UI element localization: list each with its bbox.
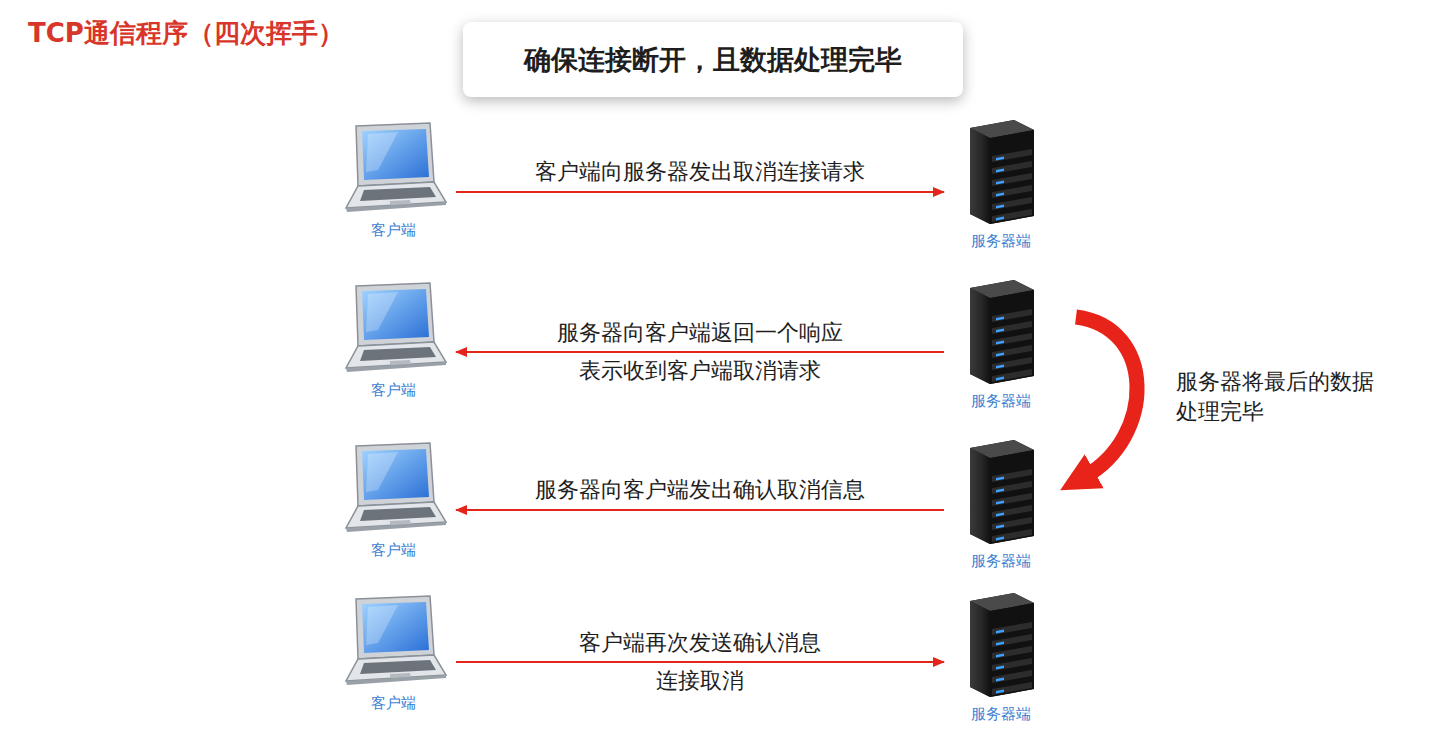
message-label: 服务器向客户端发出确认取消信息	[535, 476, 865, 504]
message-arrow	[456, 509, 944, 511]
server-node: 服务器端	[948, 589, 1054, 724]
client-label: 客户端	[330, 694, 456, 713]
curved-arrow	[1076, 317, 1137, 477]
server-node: 服务器端	[948, 116, 1054, 251]
client-node: 客户端	[330, 593, 456, 713]
server-node: 服务器端	[948, 276, 1054, 411]
server-icon	[956, 276, 1046, 386]
client-node: 客户端	[330, 280, 456, 400]
client-label: 客户端	[330, 541, 456, 560]
slide-title: TCP通信程序（四次挥手）	[28, 16, 344, 51]
message-arrow	[456, 661, 944, 663]
message-label: 服务器向客户端返回一个响应 表示收到客户端取消请求	[557, 314, 843, 390]
client-node: 客户端	[330, 120, 456, 240]
server-icon	[956, 589, 1046, 699]
laptop-icon	[338, 280, 448, 375]
server-icon	[956, 436, 1046, 546]
heading-banner: 确保连接断开，且数据处理完毕	[463, 22, 963, 97]
server-label: 服务器端	[948, 705, 1054, 724]
server-label: 服务器端	[948, 552, 1054, 571]
laptop-icon	[338, 120, 448, 215]
server-icon	[956, 116, 1046, 226]
side-note: 服务器将最后的数据处理完毕	[1176, 367, 1376, 426]
message-arrow	[456, 351, 944, 353]
message-label: 客户端向服务器发出取消连接请求	[535, 158, 865, 186]
client-node: 客户端	[330, 440, 456, 560]
server-node: 服务器端	[948, 436, 1054, 571]
server-label: 服务器端	[948, 392, 1054, 411]
laptop-icon	[338, 593, 448, 688]
banner-text: 确保连接断开，且数据处理完毕	[524, 42, 902, 78]
server-label: 服务器端	[948, 232, 1054, 251]
laptop-icon	[338, 440, 448, 535]
message-label: 客户端再次发送确认消息 连接取消	[579, 624, 821, 700]
message-arrow	[456, 191, 944, 193]
client-label: 客户端	[330, 381, 456, 400]
client-label: 客户端	[330, 221, 456, 240]
